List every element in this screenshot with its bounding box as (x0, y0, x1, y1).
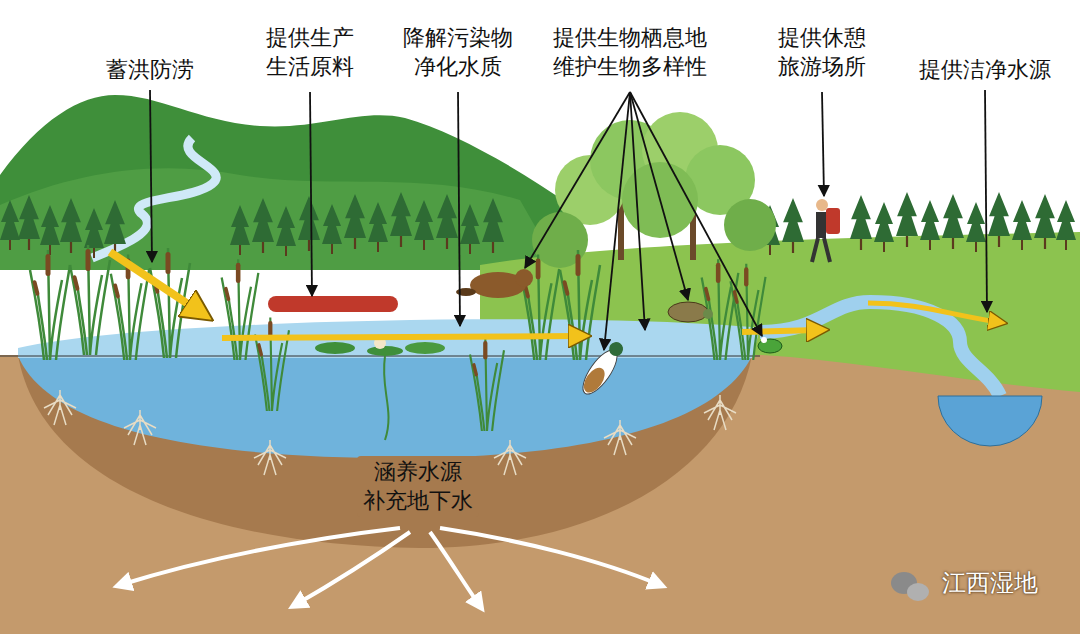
watermark: 江西湿地 (942, 568, 1038, 599)
function-label: 提供洁净水源 (919, 56, 1051, 85)
function-label: 提供休憩 旅游场所 (778, 24, 866, 81)
function-label: 蓄洪防涝 (106, 56, 194, 85)
function-label: 降解污染物 净化水质 (403, 24, 513, 81)
function-label: 提供生物栖息地 维护生物多样性 (553, 24, 707, 81)
function-label: 提供生产 生活原料 (266, 24, 354, 81)
function-label: 涵养水源 补充地下水 (357, 456, 479, 517)
